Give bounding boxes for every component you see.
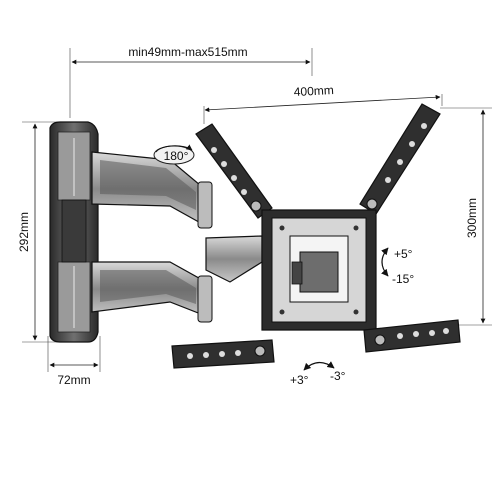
upper-arm	[91, 151, 213, 229]
reach-dimension: min49mm-max515mm	[69, 45, 313, 118]
plate-depth-label: 72mm	[57, 373, 90, 387]
vesa-arm-bottom-right	[363, 319, 461, 353]
tilt-indicator: +5° -15°	[381, 247, 414, 286]
vesa-arm-right	[359, 103, 441, 215]
tilt-down-label: -15°	[392, 272, 414, 286]
plate-depth-dimension: 72mm	[47, 336, 101, 387]
level-minus-label: -3°	[330, 369, 346, 383]
level-indicator: +3° -3°	[290, 361, 346, 387]
front-arm	[205, 235, 263, 283]
wall-plate	[49, 121, 99, 343]
swivel-label: 180°	[164, 149, 189, 163]
level-plus-label: +3°	[290, 373, 309, 387]
reach-label: min49mm-max515mm	[128, 45, 247, 59]
vesa-arm-left	[195, 123, 273, 219]
vesa-center-plate	[261, 209, 377, 331]
plate-height-label: 292mm	[17, 212, 31, 252]
lower-arm	[91, 261, 213, 323]
vesa-height-label: 300mm	[465, 198, 479, 238]
vesa-arm-bottom-left	[171, 339, 275, 369]
tilt-up-label: +5°	[394, 247, 413, 261]
vesa-height-dimension: 300mm	[440, 107, 492, 326]
vesa-width-label: 400mm	[293, 83, 334, 99]
swivel-indicator: 180°	[153, 144, 195, 165]
vesa-width-dimension: 400mm	[203, 83, 443, 124]
